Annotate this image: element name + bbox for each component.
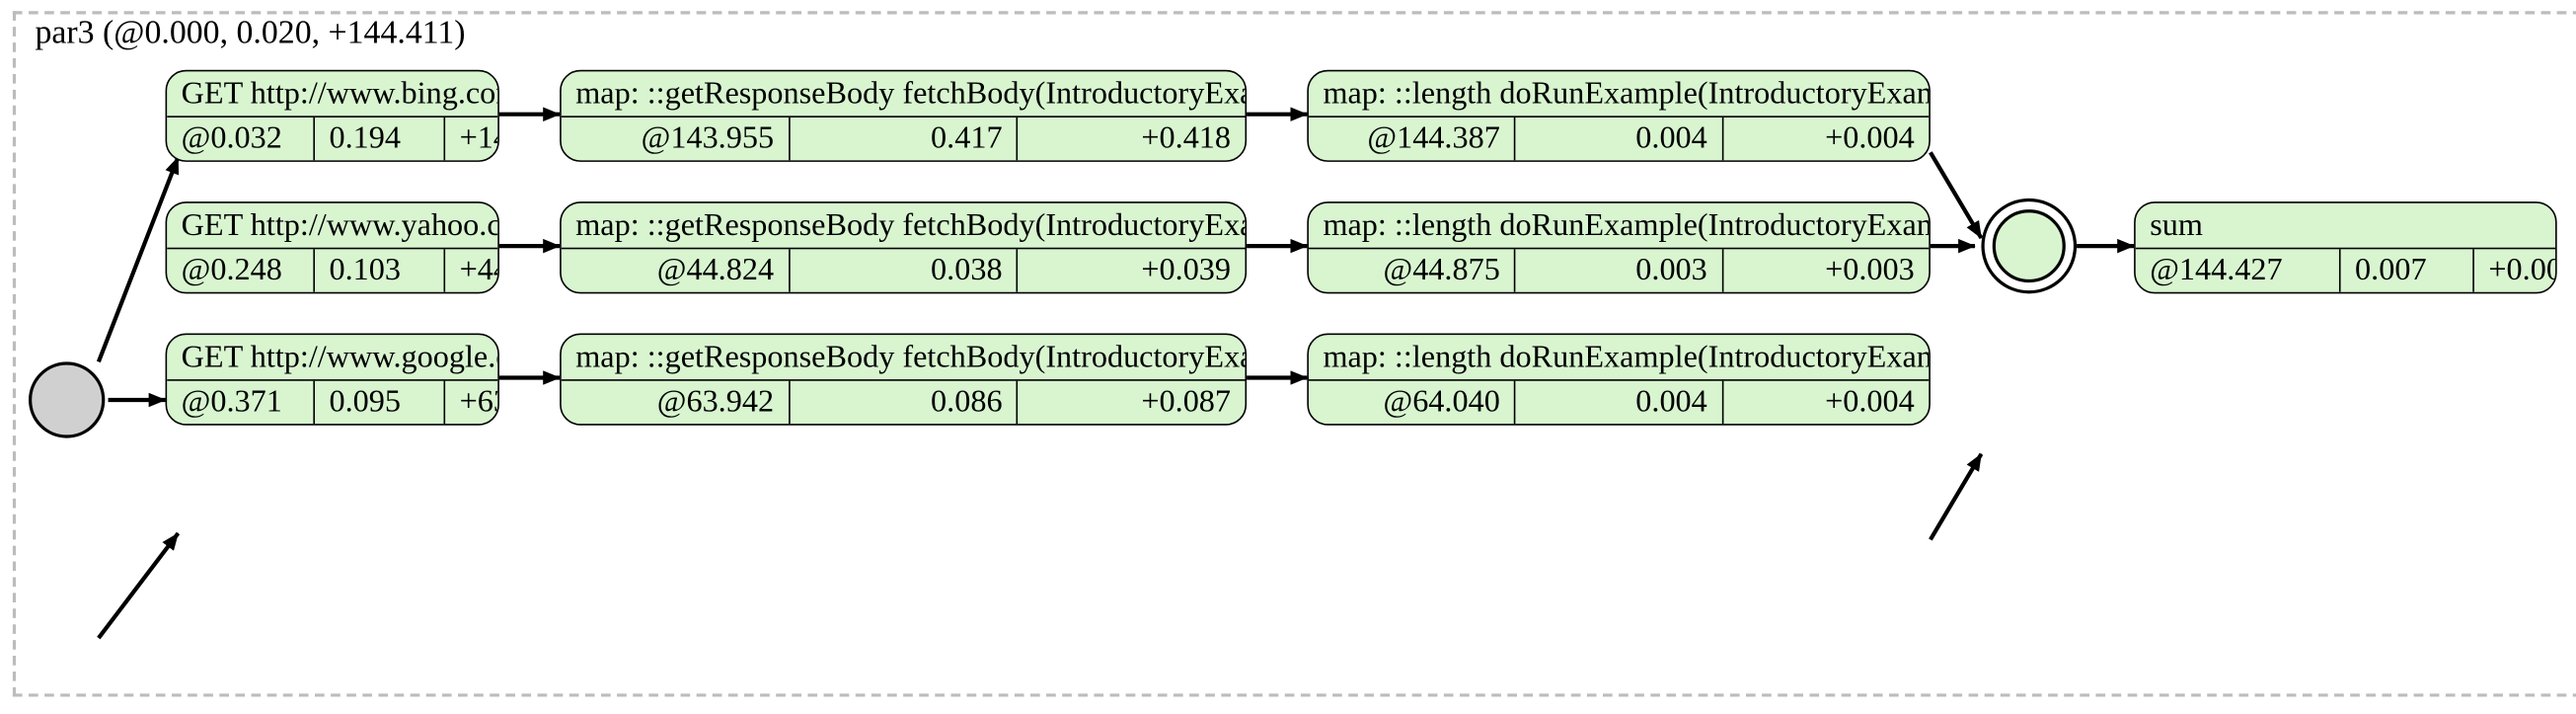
edge-start-to-bing bbox=[96, 156, 181, 363]
value-delta: +63.476 bbox=[459, 383, 498, 420]
value-delta: +143.787 bbox=[459, 120, 498, 156]
node-map-body-yahoo[interactable]: map: ::getResponseBody fetchBody(Introdu… bbox=[560, 201, 1248, 294]
diagram-canvas: par3 (@0.000, 0.020, +144.411) bbox=[12, 11, 2576, 697]
node-values: @143.955 0.417 +0.418 bbox=[562, 117, 1246, 161]
value-timestamp: @0.032 bbox=[167, 117, 315, 161]
node-values: @144.427 0.007 +0.007 bbox=[2136, 249, 2555, 292]
node-map-body-google[interactable]: map: ::getResponseBody fetchBody(Introdu… bbox=[560, 333, 1248, 426]
node-map-length-yahoo[interactable]: map: ::length doRunExample(IntroductoryE… bbox=[1307, 201, 1931, 294]
node-title: map: ::getResponseBody fetchBody(Introdu… bbox=[561, 203, 1246, 250]
value-timestamp: @44.875 bbox=[1309, 249, 1516, 292]
node-title: map: ::getResponseBody fetchBody(Introdu… bbox=[561, 335, 1246, 381]
node-title: GET http://www.google.com bbox=[167, 335, 498, 381]
value-timestamp: @0.248 bbox=[167, 249, 315, 292]
value-delta: +0.087 bbox=[1141, 383, 1232, 420]
node-map-length-google[interactable]: map: ::length doRunExample(IntroductoryE… bbox=[1307, 333, 1931, 426]
value-duration: 0.086 bbox=[790, 380, 1019, 425]
value-duration: 0.004 bbox=[1516, 117, 1723, 161]
node-map-body-bing[interactable]: map: ::getResponseBody fetchBody(Introdu… bbox=[560, 69, 1248, 162]
node-title: sum bbox=[2135, 203, 2556, 250]
value-duration: 0.103 bbox=[315, 249, 446, 292]
value-timestamp: @144.427 bbox=[2136, 249, 2341, 292]
value-delta: +0.004 bbox=[1825, 383, 1915, 420]
node-values: @64.040 0.004 +0.004 bbox=[1309, 380, 1929, 425]
value-duration: 0.417 bbox=[790, 117, 1019, 161]
value-timestamp: @63.942 bbox=[562, 380, 791, 425]
node-title: GET http://www.bing.com bbox=[167, 71, 498, 118]
node-title: map: ::length doRunExample(IntroductoryE… bbox=[1308, 203, 1930, 250]
value-timestamp: @144.387 bbox=[1309, 117, 1516, 161]
value-delta: +0.003 bbox=[1825, 252, 1915, 287]
value-timestamp: @64.040 bbox=[1309, 380, 1516, 425]
node-values: @0.248 0.103 +44.481 bbox=[167, 249, 498, 292]
join-node[interactable] bbox=[1981, 198, 2078, 294]
edge-length1-to-join bbox=[1929, 151, 1984, 240]
node-values: @0.032 0.194 +143.787 bbox=[167, 117, 498, 161]
node-request-yahoo[interactable]: GET http://www.yahoo.com @0.248 0.103 +4… bbox=[165, 201, 499, 294]
value-delta: +0.004 bbox=[1825, 120, 1915, 156]
value-delta: +44.481 bbox=[459, 252, 498, 287]
node-map-length-bing[interactable]: map: ::length doRunExample(IntroductoryE… bbox=[1307, 69, 1931, 162]
value-delta: +0.007 bbox=[2488, 252, 2555, 287]
node-sum[interactable]: sum @144.427 0.007 +0.007 bbox=[2134, 201, 2557, 294]
value-duration: 0.007 bbox=[2341, 249, 2474, 292]
value-delta: +0.039 bbox=[1141, 252, 1232, 287]
edge-length3-to-join bbox=[1929, 452, 1984, 541]
node-values: @0.371 0.095 +63.476 bbox=[167, 380, 498, 425]
cluster-title: par3 (@0.000, 0.020, +144.411) bbox=[35, 12, 466, 51]
node-request-google[interactable]: GET http://www.google.com @0.371 0.095 +… bbox=[165, 333, 499, 426]
node-values: @144.387 0.004 +0.004 bbox=[1309, 117, 1929, 161]
start-node[interactable] bbox=[29, 361, 106, 438]
node-title: map: ::length doRunExample(IntroductoryE… bbox=[1308, 335, 1930, 381]
value-duration: 0.004 bbox=[1516, 380, 1723, 425]
value-duration: 0.095 bbox=[315, 380, 446, 425]
value-timestamp: @0.371 bbox=[167, 380, 315, 425]
value-duration: 0.003 bbox=[1516, 249, 1723, 292]
value-timestamp: @143.955 bbox=[562, 117, 791, 161]
node-values: @63.942 0.086 +0.087 bbox=[562, 380, 1246, 425]
join-node-inner bbox=[1992, 209, 2066, 283]
node-title: GET http://www.yahoo.com bbox=[167, 203, 498, 250]
node-request-bing[interactable]: GET http://www.bing.com @0.032 0.194 +14… bbox=[165, 69, 499, 162]
value-duration: 0.038 bbox=[790, 249, 1019, 292]
edge-start-to-google bbox=[97, 531, 181, 640]
node-values: @44.824 0.038 +0.039 bbox=[562, 249, 1246, 292]
node-title: map: ::getResponseBody fetchBody(Introdu… bbox=[561, 71, 1246, 118]
node-title: map: ::length doRunExample(IntroductoryE… bbox=[1308, 71, 1930, 118]
value-delta: +0.418 bbox=[1141, 120, 1232, 156]
value-duration: 0.194 bbox=[315, 117, 446, 161]
value-timestamp: @44.824 bbox=[562, 249, 791, 292]
node-values: @44.875 0.003 +0.003 bbox=[1309, 249, 1929, 292]
